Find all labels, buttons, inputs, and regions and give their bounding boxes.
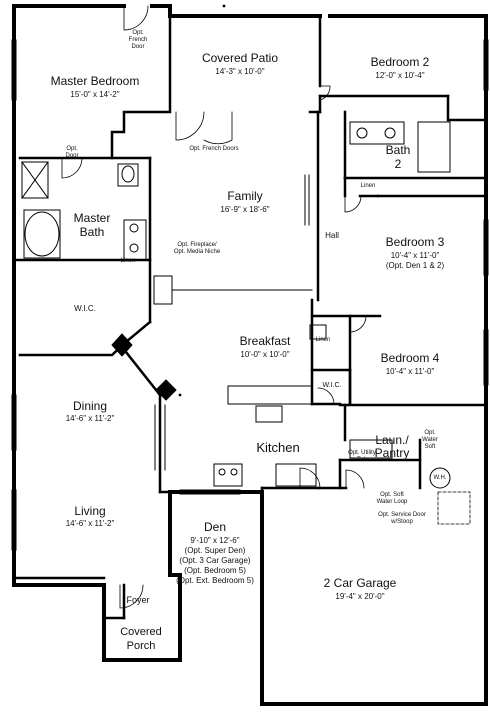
- den-option-3: (Opt. Bedroom 5): [184, 566, 246, 575]
- garage-name: 2 Car Garage: [323, 576, 397, 590]
- bedroom4-dims: 10'-4" x 11'-0": [385, 367, 435, 376]
- living-dims: 14'-6" x 11'-2": [65, 519, 115, 528]
- note-opt-service-door: Opt. Service Door w/Stoop: [378, 512, 426, 525]
- note-linen-2: Linen: [120, 258, 136, 264]
- laundry-name: Laun./: [375, 433, 409, 447]
- breakfast-name: Breakfast: [239, 334, 291, 348]
- bedroom4-name: Bedroom 4: [380, 351, 440, 365]
- bath2-name: Bath: [385, 143, 411, 157]
- den-name: Den: [203, 520, 226, 534]
- den-option-4: (Opt. Ext. Bedroom 5): [176, 576, 254, 585]
- master-bath-name: Master: [73, 211, 111, 225]
- kitchen-name: Kitchen: [256, 440, 300, 455]
- fixtures: [21, 121, 451, 489]
- master-bath-name2: Bath: [79, 225, 105, 239]
- wic1-name: W.I.C.: [74, 304, 96, 313]
- door-swings: [61, 5, 471, 609]
- covered-patio-dims: 14'-3" x 10'-0": [215, 67, 265, 76]
- bedroom3-name: Bedroom 3: [385, 235, 445, 249]
- note-water-heater: W.H.: [433, 475, 447, 481]
- porch-name2: Porch: [126, 640, 156, 652]
- note-opt-media-niche: Opt. Media Niche: [173, 249, 221, 255]
- bedroom3-note: (Opt. Den 1 & 2): [385, 261, 445, 270]
- note-opt-door: Opt. Door: [65, 146, 79, 159]
- dining-name: Dining: [72, 399, 108, 413]
- note-linen-1: Linen: [360, 183, 376, 189]
- note-opt-fireplace: Opt. Fireplace/: [177, 242, 217, 248]
- garage-dims: 19'-4" x 20'-0": [335, 592, 385, 601]
- covered-patio-name: Covered Patio: [201, 51, 279, 65]
- living-name: Living: [74, 504, 106, 518]
- hall-name: Hall: [325, 231, 339, 240]
- foyer-name: Foyer: [126, 595, 150, 605]
- den-option-1: (Opt. Super Den): [184, 546, 246, 555]
- laundry-name2: Pantry: [374, 446, 410, 460]
- master-bedroom-name: Master Bedroom: [50, 74, 140, 88]
- porch-name: Covered: [120, 626, 162, 638]
- family-dims: 16'-9" x 18'-6": [220, 205, 270, 214]
- note-opt-utility-tub: Opt. Utility Tub: [348, 450, 376, 463]
- breakfast-dims: 10'-0" x 10'-0": [240, 350, 290, 359]
- note-linen-3: Linen: [315, 337, 331, 343]
- wic2-name: W.I.C.: [322, 382, 342, 389]
- windows: [11, 39, 489, 551]
- bedroom3-dims: 10'-4" x 11'-0": [390, 251, 440, 260]
- note-opt-french-door: Opt. French Door: [128, 30, 148, 50]
- note-opt-french-doors: Opt. French Doors: [189, 146, 239, 152]
- bedroom2-dims: 12'-0" x 10'-4": [375, 71, 425, 80]
- family-name: Family: [227, 189, 263, 203]
- den-dims: 9'-10" x 12'-6": [190, 536, 240, 545]
- note-opt-water-soft: Opt. Water Soft: [422, 430, 438, 450]
- bedroom2-name: Bedroom 2: [370, 55, 430, 69]
- bath2-number: 2: [394, 157, 402, 171]
- note-opt-soft-water-loop: Opt. Soft Water Loop: [376, 492, 408, 505]
- dining-dims: 14'-6" x 11'-2": [65, 414, 115, 423]
- master-bedroom-dims: 15'-0" x 14'-2": [70, 90, 120, 99]
- den-option-2: (Opt. 3 Car Garage): [179, 556, 251, 565]
